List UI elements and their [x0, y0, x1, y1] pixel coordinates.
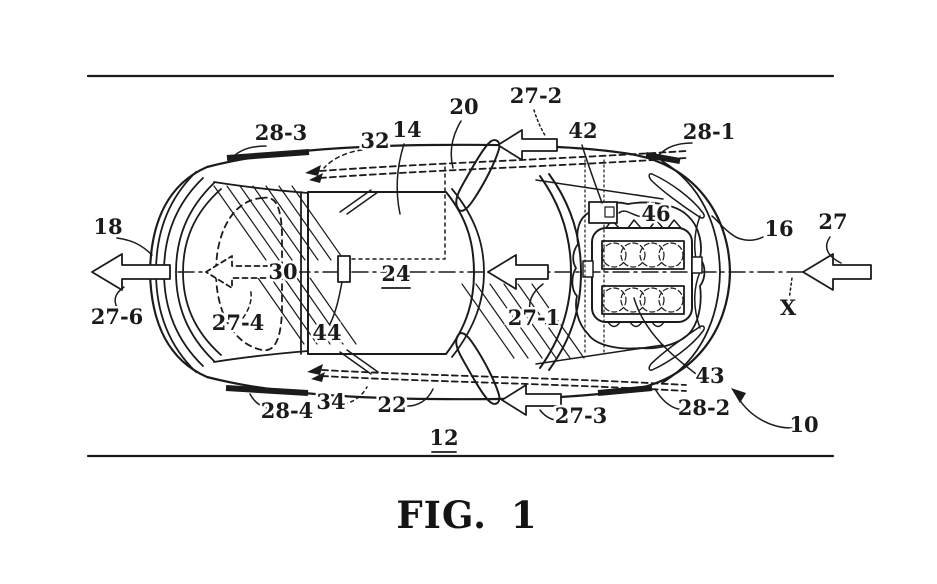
- ref-label-28-3: 28-3: [255, 120, 308, 145]
- airflow-arrow-27-1: [487, 254, 549, 290]
- leader-14: [396, 143, 405, 215]
- rear-quarter-vent-bottom: [648, 325, 705, 371]
- rear-window-hatching: [461, 283, 585, 359]
- leader-18: [116, 237, 153, 256]
- ref-label-X: X: [780, 295, 797, 320]
- airflow-arrow-27-3: [501, 384, 562, 416]
- ref-label-27-1: 27-1: [508, 305, 561, 330]
- airflow-arrow-27-6: [91, 253, 171, 291]
- component-44-box: [337, 255, 351, 283]
- roof-panel: [307, 191, 475, 355]
- airflow-arrow-27-4-hidden: [205, 255, 273, 289]
- bottom-duct-arrowhead-1: [307, 364, 323, 375]
- hidden-duct-lines-42: [584, 159, 605, 356]
- leader-27-1: [528, 283, 544, 316]
- ref-label-27-4: 27-4: [212, 310, 265, 335]
- ref-label-27-6: 27-6: [91, 304, 144, 329]
- leader-10-arrowhead: [731, 388, 746, 403]
- engine-detail-bumps: [605, 219, 682, 328]
- ref-label-22: 22: [377, 392, 406, 417]
- component-46-box: [588, 201, 618, 224]
- ref-label-27-2: 27-2: [510, 83, 563, 108]
- ref-label-14: 14: [392, 117, 421, 142]
- leader-28-1: [657, 142, 693, 157]
- ref-label-24: 24: [381, 261, 410, 286]
- leader-44: [329, 281, 343, 325]
- leader-X: [788, 277, 793, 301]
- top-duct-arrowhead-2: [309, 173, 323, 183]
- side-mirror-bottom: [455, 332, 501, 405]
- ref-label-28-2: 28-2: [678, 395, 731, 420]
- engine-mount-left: [582, 260, 594, 278]
- rear-bulkhead-outer: [539, 175, 572, 369]
- sill-28-4: [225, 385, 309, 396]
- engine-bay-outline: [571, 201, 706, 350]
- rear-bulkhead-inner: [548, 173, 582, 371]
- ref-label-28-1: 28-1: [683, 119, 736, 144]
- engine-mount-right: [691, 256, 703, 274]
- ref-label-46: 46: [641, 201, 670, 226]
- roof-stow-reference-line: [351, 162, 446, 260]
- leader-28-3: [232, 145, 267, 158]
- leader-28-2: [654, 388, 690, 411]
- bottom-duct-line-inner: [321, 375, 687, 392]
- leader-lines: [114, 109, 842, 429]
- leader-27-4: [242, 287, 252, 319]
- top-duct-line-outer: [319, 150, 687, 172]
- ref-label-42: 42: [568, 118, 597, 143]
- top-duct-arrowhead-1: [305, 165, 321, 176]
- front-compartment-hidden-outline: [215, 196, 283, 352]
- rear-bumper-arc: [661, 160, 721, 384]
- ref-label-20: 20: [449, 94, 478, 119]
- sill-28-3: [226, 149, 310, 161]
- windshield-header-bottom: [213, 350, 309, 363]
- airflow-arrow-27-2: [497, 129, 558, 161]
- ref-label-30: 30: [268, 259, 297, 284]
- rear-quarter-vent-top: [648, 173, 705, 219]
- airflow-arrow-27: [802, 253, 872, 291]
- leader-16: [711, 215, 764, 241]
- leader-27-3: [539, 409, 567, 422]
- windshield-band-inner: [182, 188, 222, 356]
- ref-label-10: 10: [789, 412, 818, 437]
- leader-34: [343, 386, 368, 405]
- ref-label-12: 12: [429, 425, 458, 450]
- ref-label-44: 44: [312, 320, 341, 345]
- leader-20: [450, 120, 462, 169]
- component-46-inner: [604, 206, 615, 218]
- leader-27: [825, 236, 842, 264]
- figure-caption: FIG. 1: [396, 493, 537, 537]
- leader-10: [738, 398, 793, 429]
- ref-label-32: 32: [360, 128, 389, 153]
- ref-label-27: 27: [818, 209, 847, 234]
- ref-label-28-4: 28-4: [261, 398, 314, 423]
- bottom-duct-arrowhead-2: [311, 372, 325, 382]
- ref-label-34: 34: [316, 389, 345, 414]
- sill-28-1: [645, 152, 681, 164]
- ref-label-16: 16: [764, 216, 793, 241]
- windshield-hatching: [213, 185, 357, 345]
- ref-label-43: 43: [695, 363, 724, 388]
- leader-42: [581, 144, 603, 204]
- ref-label-27-3: 27-3: [555, 403, 608, 428]
- leader-32: [323, 149, 363, 169]
- leader-43: [633, 297, 701, 378]
- leader-27-6: [114, 286, 125, 313]
- leader-27-2: [533, 109, 547, 138]
- side-mirror-top: [455, 139, 501, 212]
- cylinder-bank-top: [601, 240, 685, 270]
- engine-cylinders: [601, 242, 684, 313]
- door-cut-lines: [339, 189, 379, 375]
- leader-28-4: [249, 393, 275, 411]
- leader-46: [618, 210, 648, 218]
- ref-label-18: 18: [93, 214, 122, 239]
- leader-22: [403, 388, 434, 407]
- cylinder-bank-bottom: [601, 285, 685, 315]
- rear-deck-seam-top: [535, 179, 664, 200]
- rear-window-edge: [451, 188, 485, 358]
- windshield-band-outer: [175, 182, 215, 362]
